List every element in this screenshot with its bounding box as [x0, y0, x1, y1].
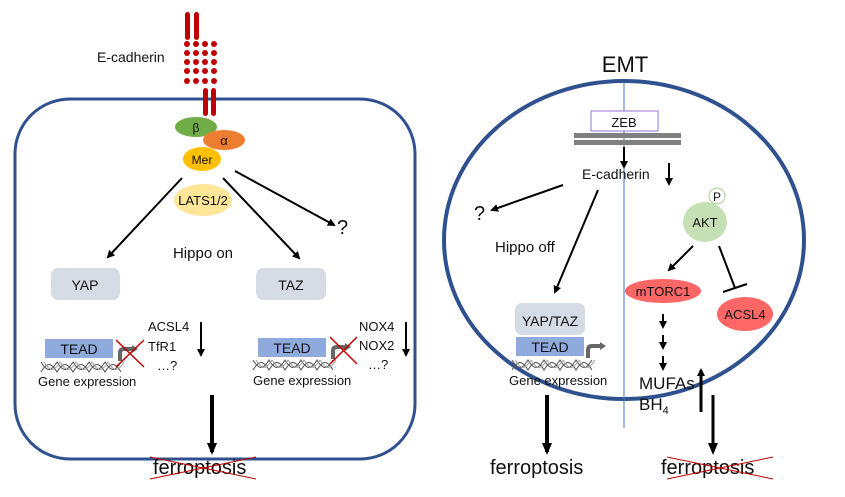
right-panel-tead-box	[516, 337, 584, 356]
right-tead-label: TEAD	[273, 340, 310, 356]
left-target-unknown: …?	[157, 358, 177, 373]
right-gene-expression-label: Gene expression	[253, 373, 351, 388]
phospho-label: P	[713, 190, 721, 204]
emt-title: EMT	[602, 52, 648, 77]
right-unknown-target-mark: ?	[474, 203, 485, 225]
akt-inhibits-acsl4	[718, 245, 748, 293]
dna-bar-top	[574, 133, 681, 138]
merlin-label: Mer	[192, 153, 213, 167]
taz-label: TAZ	[278, 277, 304, 293]
right-ferroptosis-cross-icon	[666, 456, 774, 480]
merlin-node	[183, 147, 221, 171]
right-ecadherin-label: E-cadherin	[582, 166, 650, 182]
right-target-unknown: …?	[368, 357, 388, 372]
arrow-to-taz	[222, 177, 301, 260]
left-tead-box	[45, 339, 113, 358]
ecadherin-label: E-cadherin	[97, 49, 165, 65]
yaptaz-label: YAP/TAZ	[522, 313, 579, 329]
lats-label: LATS1/2	[178, 193, 228, 208]
yap-box	[51, 268, 120, 300]
phospho-node	[708, 187, 726, 205]
arrow-to-yap	[106, 177, 183, 259]
bh4-subscript: 4	[663, 405, 669, 417]
left-ferroptosis-cross-icon	[149, 456, 257, 480]
left-target-acsl4: ACSL4	[148, 319, 189, 334]
left-target-tfr1: TfR1	[148, 339, 176, 354]
alpha-catenin-label: α	[220, 133, 228, 148]
right-ferroptosis-label: ferroptosis	[490, 457, 583, 479]
akt-node	[683, 202, 727, 242]
right-panel-promoter-arrow-icon	[586, 340, 608, 360]
right-target-nox2: NOX2	[359, 338, 394, 353]
left-dna-icon	[40, 361, 125, 373]
right-panel-gene-expression-label: Gene expression	[509, 373, 607, 388]
left-gene-expression-label: Gene expression	[38, 374, 136, 389]
right-panel-tead-label: TEAD	[531, 339, 568, 355]
dna-bar-bottom	[574, 140, 681, 145]
lats-node	[174, 184, 232, 216]
yaptaz-box	[515, 303, 585, 335]
akt-label: AKT	[692, 215, 717, 230]
arrow-to-yaptaz	[553, 189, 599, 294]
right-dna-icon	[252, 359, 337, 371]
right-target-nox4: NOX4	[359, 319, 394, 334]
right-panel-dna-icon	[511, 359, 596, 371]
bh4-main: BH	[639, 395, 663, 414]
yap-label: YAP	[72, 277, 99, 293]
hippo-off-label: Hippo off	[495, 239, 556, 256]
unknown-target-mark: ?	[337, 217, 348, 239]
arrow-to-unknown	[234, 170, 336, 226]
arrow-to-right-unknown	[490, 184, 564, 212]
right-crossed-ferroptosis-label: ferroptosis	[661, 457, 754, 479]
left-promoter-cross-icon	[115, 339, 145, 368]
beta-catenin-node	[175, 117, 217, 137]
zeb-label: ZEB	[611, 115, 636, 130]
mtorc-node	[625, 279, 701, 303]
bh4-label: BH4	[639, 395, 669, 417]
mtorc-label: mTORC1	[636, 284, 691, 299]
taz-box	[256, 268, 326, 300]
beta-catenin-label: β	[193, 121, 200, 135]
acsl4-node	[717, 297, 773, 331]
left-tead-label: TEAD	[60, 341, 97, 357]
right-promoter-cross-icon	[329, 336, 358, 365]
right-tead-box	[258, 338, 326, 357]
alpha-catenin-node	[203, 130, 245, 150]
akt-to-mtorc-arrow	[667, 245, 694, 272]
acsl4-label: ACSL4	[724, 307, 765, 322]
hippo-on-label: Hippo on	[173, 245, 233, 262]
ecadherin-domains	[184, 41, 217, 84]
ecadherin-receptor	[184, 12, 217, 116]
zeb-box	[590, 110, 659, 132]
mufas-label: MUFAs	[639, 374, 695, 393]
